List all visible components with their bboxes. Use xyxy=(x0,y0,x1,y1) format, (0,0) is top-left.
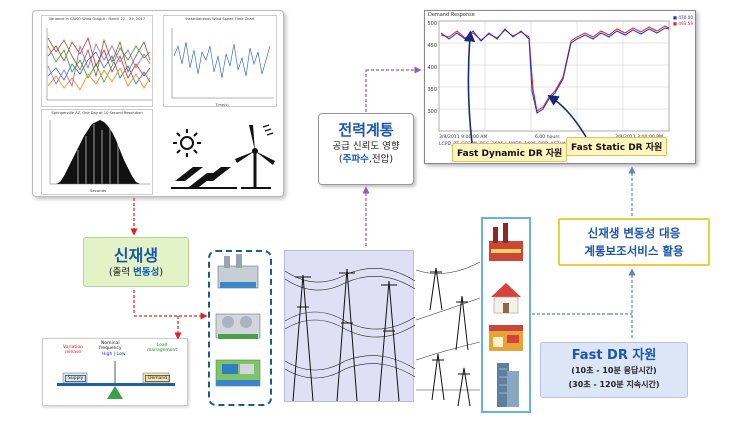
house-icon xyxy=(491,283,521,314)
fast-dr-response-time: (10초 - 10분 응답시간) xyxy=(571,366,657,375)
frequency-highlight: 주파수 xyxy=(342,154,369,165)
balance-demand-tag: Demand xyxy=(145,375,171,382)
dr-plot: 500 450 400 350 300 3/9/2011 9:00:00 AM … xyxy=(427,20,670,147)
callout-pointers xyxy=(464,30,587,144)
renewable-data-panel: Variance in CAISO Wind Output : March 22… xyxy=(32,10,284,197)
dr-legend-blue: ■ 470.00 xyxy=(673,15,693,20)
dr-chart-legend: ■ 470.00 ■ 493.59 xyxy=(673,15,693,26)
wind-output-chart-title: Variance in CAISO Wind Output : March 22… xyxy=(48,17,146,21)
fast-dr-box: Fast DR 자원 (10초 - 10분 응답시간) (30초 - 120분 … xyxy=(540,342,688,398)
dr-x-mid: 6.00 hours xyxy=(535,134,560,140)
balance-variation-label: Variation release xyxy=(63,345,83,355)
power-plant-icon xyxy=(215,313,261,339)
solar-output-xlabel: Seconds xyxy=(90,188,106,193)
dr-ytick-350: 350 xyxy=(427,87,437,93)
dr-ytick-500: 500 xyxy=(427,21,437,27)
transmission-lines xyxy=(284,267,416,402)
dr-ytick-400: 400 xyxy=(427,65,437,71)
generation-plants-box xyxy=(208,250,272,406)
factory-icon xyxy=(489,223,523,261)
renewable-sub: (출력 변동성) xyxy=(108,267,164,278)
wind-speed-plot: Time(s) xyxy=(171,28,274,107)
dr-ytick-450: 450 xyxy=(427,43,437,49)
dr-legend-red: ■ 493.59 xyxy=(673,20,693,26)
balance-supply-tag: Supply xyxy=(65,375,87,382)
power-system-box: 전력계통 공급 신뢰도 영향 (주파수,전압) xyxy=(318,113,414,185)
wind-speed-chart-title: Instantaneous Wind Speed Time Chart xyxy=(185,17,255,21)
dr-ytick-300: 300 xyxy=(427,109,437,115)
balance-nominal-label: Nominal frequency xyxy=(99,341,122,351)
demand-response-chart: Demand Response ■ 470.00 ■ 493.59 500 45… xyxy=(424,10,696,164)
wind-speed-xlabel: Time(s) xyxy=(214,103,229,107)
office-building-icon xyxy=(497,363,519,407)
renewable-title: 신재생 xyxy=(113,246,159,265)
solar-output-plot: Seconds xyxy=(49,120,150,193)
purple-flow-arrow xyxy=(362,66,422,246)
solar-output-chart-title: Springerville AZ, One Day at 10 Second R… xyxy=(51,111,143,115)
transmission-tower-icon xyxy=(429,267,471,407)
fast-dr-title: Fast DR 자원 xyxy=(571,348,657,363)
balance-load-label: Load management xyxy=(147,343,178,353)
shop-icon xyxy=(489,325,523,351)
dr-chart-title: Demand Response xyxy=(428,12,475,18)
ancillary-service-line2: 계통보조서비스 활용 xyxy=(584,244,684,258)
balance-scale xyxy=(57,361,175,399)
ancillary-service-box: 신재생 변동성 대응 계통보조서비스 활용 xyxy=(558,218,710,266)
balance-high-low: High | Low xyxy=(102,352,126,357)
wind-output-plot xyxy=(46,28,152,101)
load-side-box xyxy=(481,217,531,413)
distribution-lines xyxy=(415,261,481,407)
power-system-sub1: 공급 신뢰도 영향 xyxy=(332,141,400,152)
dr-x-start: 3/9/2011 9:00:00 AM xyxy=(439,134,487,140)
renewable-icons xyxy=(171,124,275,189)
power-plant-icon xyxy=(215,359,261,387)
blue-flow-arrow xyxy=(532,166,636,338)
fast-static-dr-callout: Fast Static DR 자원 xyxy=(566,137,668,156)
transmission-grid-panel xyxy=(284,250,416,402)
wind-output-chart: Variance in CAISO Wind Output : March 22… xyxy=(41,15,153,107)
fast-dr-duration: (30초 - 120분 지속시간) xyxy=(568,380,660,389)
solar-output-chart: Springerville AZ, One Day at 10 Second R… xyxy=(41,109,153,195)
power-system-title: 전력계통 xyxy=(338,121,394,139)
solar-panel-icon xyxy=(171,167,237,189)
supply-demand-balance: Variation release Nominal frequency High… xyxy=(42,338,188,406)
sun-icon xyxy=(173,129,201,157)
red-flow-arrow xyxy=(130,198,208,340)
load-icons xyxy=(489,223,523,407)
transmission-tower-icon xyxy=(292,268,400,402)
wind-turbine-icon xyxy=(235,124,275,189)
power-system-sub2: (주파수,전압) xyxy=(338,154,394,165)
power-plant-icon xyxy=(217,254,259,289)
renewable-box: 신재생 (출력 변동성) xyxy=(83,237,189,287)
ancillary-service-line1: 신재생 변동성 대응 xyxy=(587,226,681,240)
wind-speed-chart: Instantaneous Wind Speed Time Chart Time… xyxy=(163,15,277,107)
variability-highlight: 변동성 xyxy=(133,267,160,278)
power-plant-icons xyxy=(215,254,261,387)
